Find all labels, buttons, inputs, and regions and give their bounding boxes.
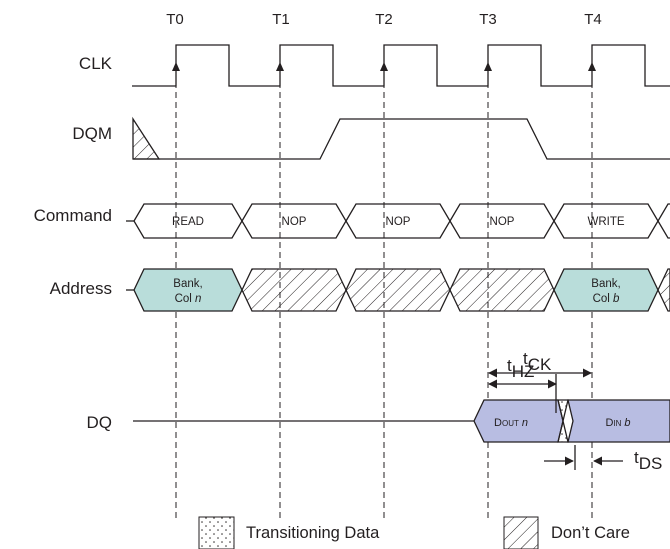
command-bus: READ NOP NOP NOP WRITE (126, 203, 670, 239)
dqm-waveform (132, 116, 670, 160)
clk-rise-arrow-t3 (484, 62, 492, 71)
time-marker-t0: T0 (166, 11, 184, 28)
legend-label-transitioning: Transitioning Data (246, 524, 380, 542)
address-label-col-b: Col b (593, 293, 620, 305)
address-dont-care-next (657, 268, 670, 312)
thz-label: tHZ (507, 356, 534, 381)
command-label-read: READ (172, 216, 204, 228)
legend-swatch-transitioning (198, 516, 235, 549)
signal-label-dqm: DQM (72, 124, 112, 143)
address-bus: Bank, Col n Bank, Col b (126, 268, 670, 312)
signal-label-clk: CLK (79, 54, 113, 73)
address-label-bank-2: Bank, (591, 278, 620, 290)
tck-label: tCK (523, 349, 552, 374)
legend: Transitioning Data Don’t Care (198, 516, 630, 549)
signal-labels: CLK DQM Command Address DQ (34, 54, 113, 432)
command-box-next (657, 203, 670, 239)
command-label-nop-3: NOP (490, 216, 515, 228)
clk-waveform (132, 44, 670, 87)
clk-rise-arrow-t4 (588, 62, 596, 71)
signal-label-command: Command (34, 206, 112, 225)
clk-rise-arrow-t0 (172, 62, 180, 71)
dqm-signal-line (133, 118, 670, 160)
clk-rise-arrow-t1 (276, 62, 284, 71)
time-marker-t4: T4 (584, 11, 602, 28)
time-markers: T0 T1 T2 T3 T4 (166, 11, 602, 28)
address-dont-care-2 (345, 268, 451, 312)
legend-swatch-dont-care (503, 516, 539, 549)
address-dont-care-3 (449, 268, 555, 312)
signal-label-dq: DQ (87, 413, 113, 432)
dq-box-din-b (567, 399, 670, 443)
time-marker-t2: T2 (375, 11, 393, 28)
clk-rise-arrow-t2 (380, 62, 388, 71)
timing-annotations: tCK tHZ tDS (488, 349, 662, 473)
dqm-dont-care-region (132, 116, 161, 160)
legend-label-dont-care: Don’t Care (551, 524, 630, 542)
tds-label: tDS (634, 448, 662, 473)
signal-label-address: Address (50, 279, 112, 298)
time-marker-t1: T1 (272, 11, 290, 28)
address-label-bank-1: Bank, (173, 278, 202, 290)
command-label-write: WRITE (587, 216, 624, 228)
command-label-nop-1: NOP (282, 216, 307, 228)
time-marker-t3: T3 (479, 11, 497, 28)
address-label-col-n: Col n (175, 293, 202, 305)
clk-signal-line (132, 44, 670, 87)
address-dont-care-1 (241, 268, 347, 312)
command-label-nop-2: NOP (386, 216, 411, 228)
